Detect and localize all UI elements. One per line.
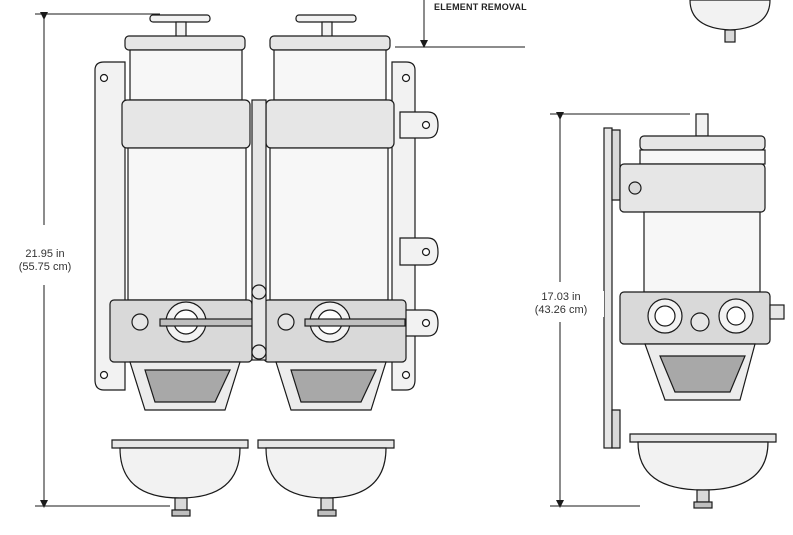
right-filter [257, 14, 407, 517]
side-height-inches: 17.03 in [518, 291, 604, 304]
element-removal-label: ELEMENT REMOVAL [434, 2, 527, 12]
side-height-label: 17.03 in (43.26 cm) [518, 291, 604, 317]
side-view-filter [603, 0, 785, 509]
front-height-cm: (55.75 cm) [2, 261, 88, 274]
side-height-cm: (43.26 cm) [518, 304, 604, 317]
center-manifold [251, 99, 267, 361]
left-filter [109, 14, 261, 517]
element-removal-dimension [395, 0, 525, 48]
front-height-inches: 21.95 in [2, 248, 88, 261]
front-height-dimension [35, 12, 170, 508]
side-height-dimension [550, 112, 690, 508]
front-height-label: 21.95 in (55.75 cm) [2, 248, 88, 274]
